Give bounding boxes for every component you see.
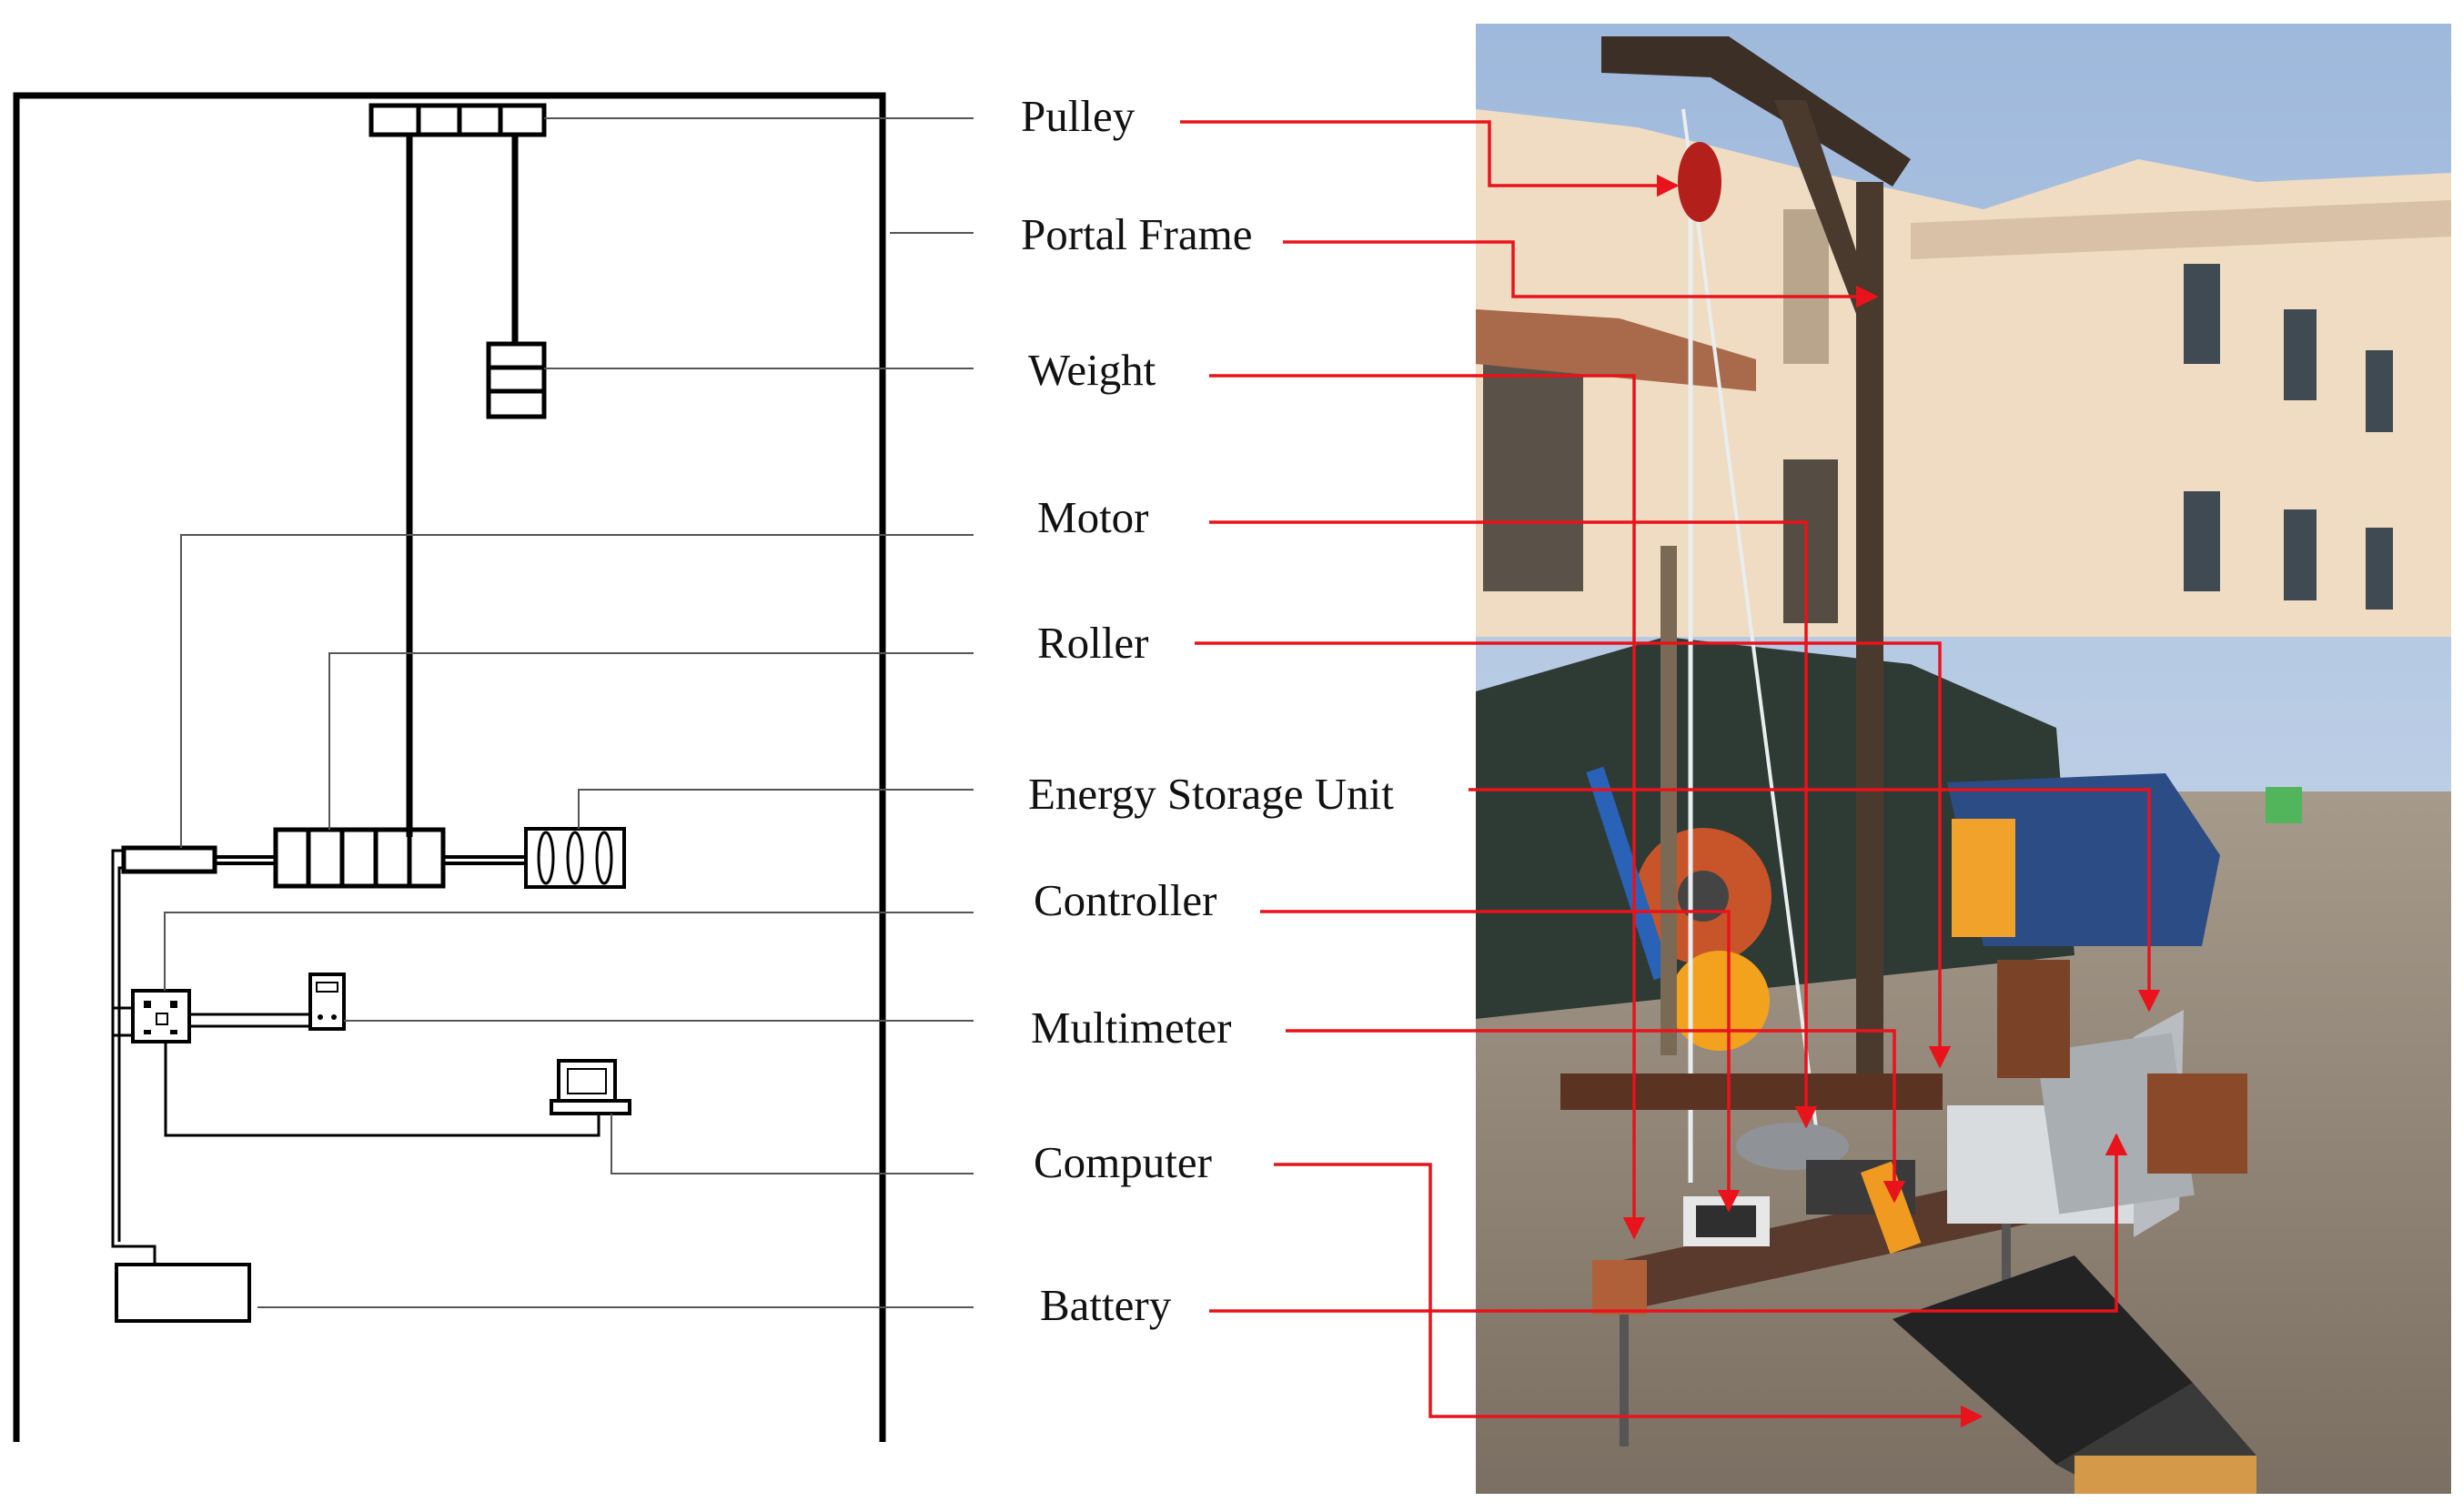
arrow-pulley [1180, 120, 1680, 197]
roller-schematic [273, 827, 446, 889]
energy-storage-schematic [443, 827, 626, 889]
arrow-energy-storage [1469, 788, 2161, 1013]
annotation-arrows [1180, 120, 2161, 1428]
pulley-schematic [368, 103, 547, 137]
arrow-weight [1209, 374, 1646, 1240]
label-energy-storage-unit: Energy Storage Unit [1028, 769, 1394, 819]
test-bench [1560, 960, 2247, 1446]
arrow-computer [1274, 1163, 1984, 1428]
label-multimeter: Multimeter [1031, 1003, 1231, 1053]
experiment-photo [1476, 24, 2451, 1494]
arrow-battery [1209, 1133, 2128, 1313]
arrow-portal-frame [1283, 240, 1879, 308]
motor-schematic [121, 845, 276, 874]
label-computer: Computer [1034, 1137, 1212, 1187]
building-background [1476, 109, 2451, 637]
label-motor: Motor [1037, 492, 1149, 542]
controller-schematic [131, 989, 191, 1043]
arrow-motor [1209, 520, 1818, 1129]
labels: Pulley Portal Frame Weight Motor Roller … [1021, 91, 1394, 1330]
weight-schematic [486, 341, 547, 419]
wiring-schematic [111, 849, 601, 1265]
label-roller: Roller [1037, 618, 1148, 668]
computer-schematic [550, 1059, 631, 1115]
arrow-controller [1260, 910, 1741, 1213]
label-battery: Battery [1040, 1280, 1172, 1330]
label-pulley: Pulley [1021, 91, 1136, 141]
label-controller: Controller [1034, 875, 1216, 925]
battery-schematic [115, 1263, 251, 1323]
arrow-roller [1195, 641, 1952, 1069]
portal-frame-photo [1601, 36, 1911, 1183]
multimeter-schematic [308, 973, 346, 1031]
arrow-multimeter [1286, 1029, 1906, 1204]
schematic [13, 92, 974, 1442]
leader-lines [164, 117, 974, 1308]
portal-frame-schematic [13, 92, 886, 1442]
label-weight: Weight [1028, 345, 1156, 395]
rope-schematic [406, 135, 519, 837]
label-portal-frame: Portal Frame [1021, 209, 1252, 259]
